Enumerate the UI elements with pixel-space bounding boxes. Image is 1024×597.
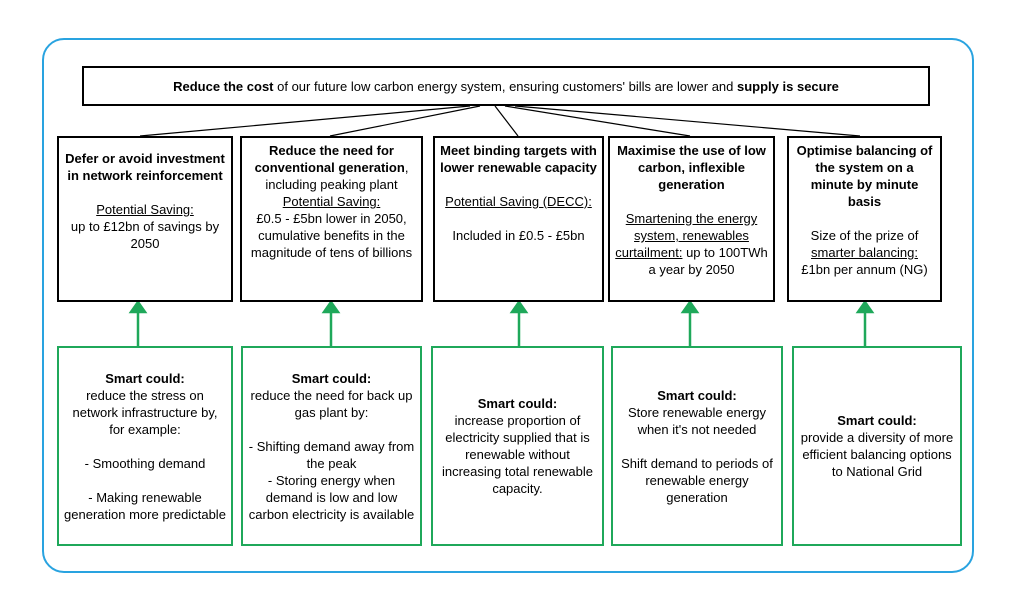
saving-text: £1bn per annum (NG) xyxy=(801,262,928,277)
outer-frame xyxy=(42,38,974,573)
smart-box-5: Smart could: provide a diversity of more… xyxy=(792,346,962,546)
objective-box-5: Optimise balancing of the system on a mi… xyxy=(787,136,942,302)
smart-intro: reduce the need for back up gas plant by… xyxy=(250,387,413,420)
objective-title: Optimise balancing of the system on a mi… xyxy=(796,143,933,209)
goal-bold-1: Reduce the cost xyxy=(173,78,274,94)
smart-intro: reduce the stress on network infrastruct… xyxy=(72,387,218,437)
saving-text: up to £12bn of savings by 2050 xyxy=(70,219,220,251)
objective-box-2: Reduce the need for conventional generat… xyxy=(240,136,423,302)
smart-box-2: Smart could: reduce the need for back up… xyxy=(241,346,422,546)
objective-box-4: Maximise the use of low carbon, inflexib… xyxy=(608,136,775,302)
objective-title-rest: , including peaking plant xyxy=(265,160,409,192)
smart-box-4: Smart could: Store renewable energy when… xyxy=(611,346,783,546)
saving-label: Potential Saving: xyxy=(96,202,194,217)
smart-bullet: - Smoothing demand xyxy=(84,455,206,471)
objective-box-1: Defer or avoid investment in network rei… xyxy=(57,136,233,302)
smart-box-1: Smart could: reduce the stress on networ… xyxy=(57,346,233,546)
saving-label: Smartening the energy system, renewables… xyxy=(615,211,758,260)
saving-text: up to 100TWh a year by 2050 xyxy=(648,245,768,277)
main-goal-box: Reduce the cost of our future low carbon… xyxy=(82,66,930,106)
saving-label: smarter balancing: xyxy=(811,245,918,260)
smart-intro: Store renewable energy when it's not nee… xyxy=(627,404,767,437)
smart-box-3: Smart could: increase proportion of elec… xyxy=(431,346,604,546)
smart-bullet: - Shifting demand away from the peak xyxy=(248,438,415,471)
smart-bullet: - Making renewable generation more predi… xyxy=(64,489,226,522)
smart-heading: Smart could: xyxy=(657,387,737,403)
saving-label: Potential Saving (DECC): xyxy=(445,194,592,209)
saving-block: Smartening the energy system, renewables… xyxy=(614,210,769,278)
objective-title: Reduce the need for conventional generat… xyxy=(246,142,417,193)
objective-box-3: Meet binding targets with lower renewabl… xyxy=(433,136,604,302)
objective-title: Meet binding targets with lower renewabl… xyxy=(440,143,597,175)
saving-label: Potential Saving: xyxy=(282,194,381,209)
smart-bullet: - Storing energy when demand is low and … xyxy=(248,472,415,522)
smart-bullet: Shift demand to periods of renewable ene… xyxy=(621,455,773,505)
saving-intro: Size of the prize of xyxy=(810,228,919,243)
saving-text: Included in £0.5 - £5bn xyxy=(452,228,585,243)
smart-heading: Smart could: xyxy=(837,413,917,428)
goal-bold-2: supply is secure xyxy=(737,78,839,94)
objective-title: Defer or avoid investment in network rei… xyxy=(65,151,225,183)
objective-title-bold: Reduce the need for conventional generat… xyxy=(254,143,405,175)
smart-heading: Smart could: xyxy=(105,370,185,386)
smart-intro: increase proportion of electricity suppl… xyxy=(441,413,594,496)
saving-text: £0.5 - £5bn lower in 2050, cumulative be… xyxy=(250,211,413,260)
objective-title: Maximise the use of low carbon, inflexib… xyxy=(617,143,766,192)
goal-text: of our future low carbon energy system, … xyxy=(273,78,737,94)
smart-heading: Smart could: xyxy=(291,370,372,386)
smart-intro: provide a diversity of more efficient ba… xyxy=(800,430,954,479)
smart-heading: Smart could: xyxy=(477,396,558,411)
